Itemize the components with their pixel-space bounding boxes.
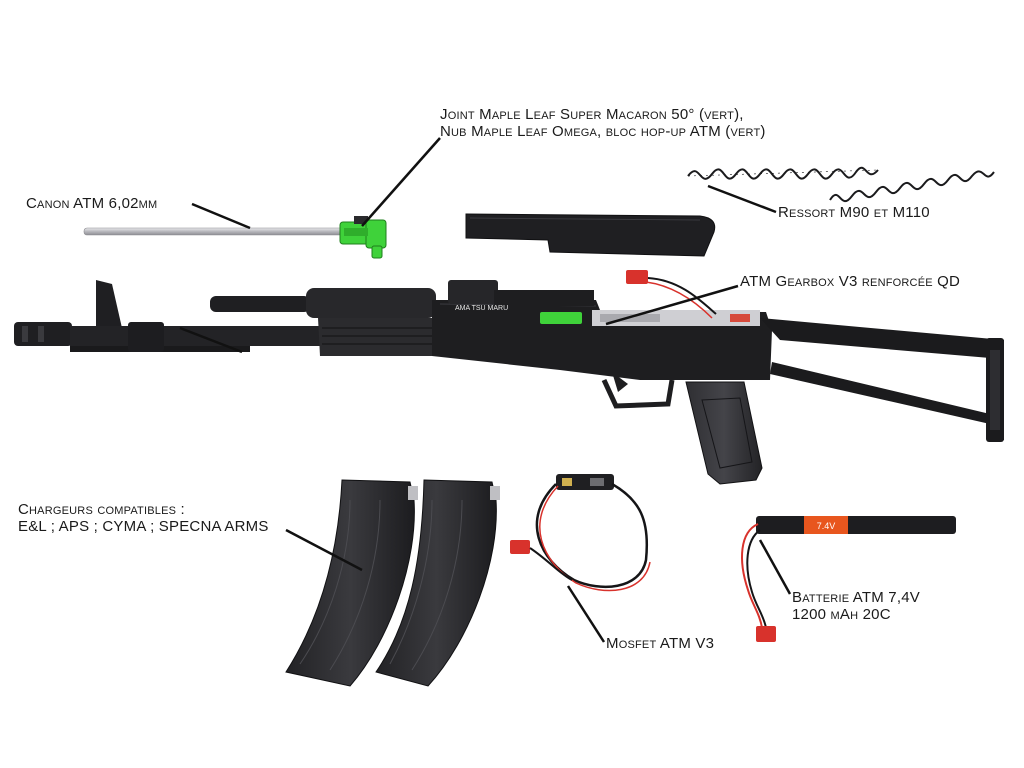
hopup-unit — [339, 216, 387, 259]
label-hopup-line1: Joint Maple Leaf Super Macaron 50° (vert… — [440, 106, 744, 123]
label-mosfet: Mosfet ATM V3 — [606, 635, 715, 652]
battery: 7.4V — [741, 516, 956, 642]
inner-barrel — [83, 227, 347, 236]
leader-ressort — [707, 184, 777, 214]
label-battery-line1: Batterie ATM 7,4V — [792, 589, 920, 606]
leader-chargeurs — [285, 528, 363, 572]
leader-lines — [179, 137, 792, 643]
label-magazines-line2: E&L ; APS ; CYMA ; SPECNA ARMS — [18, 518, 269, 535]
leader-mosfet — [566, 585, 606, 643]
label-springs: Ressort M90 et M110 — [778, 204, 930, 221]
label-magazines: Chargeurs compatibles : E&L ; APS ; CYMA… — [18, 501, 269, 535]
label-hopup-parts: Joint Maple Leaf Super Macaron 50° (vert… — [440, 106, 766, 140]
battery-voltage-marking: 7.4V — [817, 521, 836, 531]
mosfet-board — [510, 474, 651, 592]
leader-joint — [361, 137, 441, 227]
gearbox-wires — [626, 270, 717, 319]
label-battery-line2: 1200 mAh 20C — [792, 606, 891, 623]
magazine-left — [285, 479, 418, 687]
label-hopup-line2: Nub Maple Leaf Omega, bloc hop-up ATM (v… — [440, 123, 766, 140]
leader-gearbox — [605, 284, 739, 326]
label-gearbox: ATM Gearbox V3 renforcée QD — [740, 273, 961, 290]
label-magazines-line1: Chargeurs compatibles : — [18, 501, 185, 518]
leader-canon — [191, 202, 251, 230]
receiver-logo-marking: AMA TSU MARU — [455, 305, 508, 312]
label-inner-barrel: Canon ATM 6,02mm — [26, 195, 158, 212]
rifle-body — [14, 280, 1004, 485]
label-battery: Batterie ATM 7,4V 1200 mAh 20C — [792, 589, 920, 623]
spring-m110 — [829, 170, 995, 203]
spring-m90 — [687, 166, 879, 180]
dust-cover — [465, 213, 716, 257]
leader-batterie — [758, 539, 792, 595]
leader-barrel-outer — [179, 326, 243, 354]
magazine-right — [375, 479, 500, 687]
